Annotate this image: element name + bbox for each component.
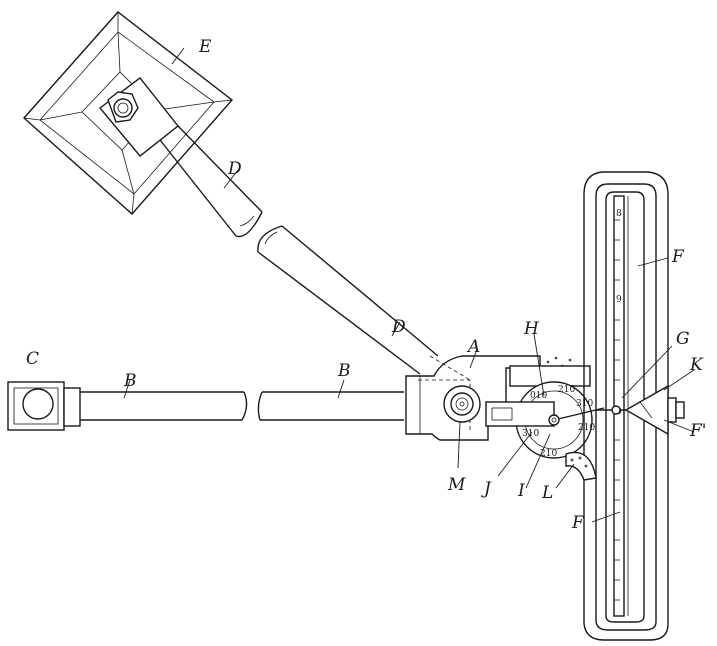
label-C: C [26, 349, 39, 369]
rod-B [80, 391, 404, 421]
tube-scale-number: 9 [616, 295, 622, 305]
label-E: E [198, 37, 212, 57]
dial: 010 210 310 210 310 210 010 [485, 381, 605, 459]
dial-number: 010 [530, 391, 547, 401]
label-A: A [466, 337, 480, 357]
leader-lines [123, 47, 695, 523]
label-D-upper: D [227, 159, 242, 179]
cap-C [7, 381, 81, 431]
label-L: L [541, 483, 553, 503]
dial-number: 210 [558, 385, 575, 395]
rod-D [159, 125, 439, 375]
label-F-prime: F' [689, 421, 706, 441]
label-M: M [447, 475, 466, 495]
nut-icon [107, 91, 139, 123]
pointer-K [611, 384, 685, 436]
label-D-lower: D [391, 317, 406, 337]
dial-number: 310 [576, 399, 593, 409]
label-H: H [523, 319, 540, 339]
dial-number: 210 [540, 449, 557, 459]
label-J: J [481, 479, 492, 499]
label-B-right: B [337, 361, 351, 381]
label-F-upper: F [671, 247, 685, 267]
label-F-lower: F [571, 513, 585, 533]
label-I: I [517, 481, 525, 501]
label-K: K [689, 355, 704, 375]
label-G: G [676, 329, 690, 349]
cap-circle-icon [22, 388, 54, 420]
pivot-bolt-M [443, 385, 481, 423]
label-B-left: B [123, 371, 137, 391]
tube-scale-number: 8 [616, 209, 622, 219]
dial-number: 210 [578, 423, 595, 433]
labels: E D D C B B A H M J I L G K F F F' [26, 37, 706, 533]
block-A [405, 355, 591, 441]
